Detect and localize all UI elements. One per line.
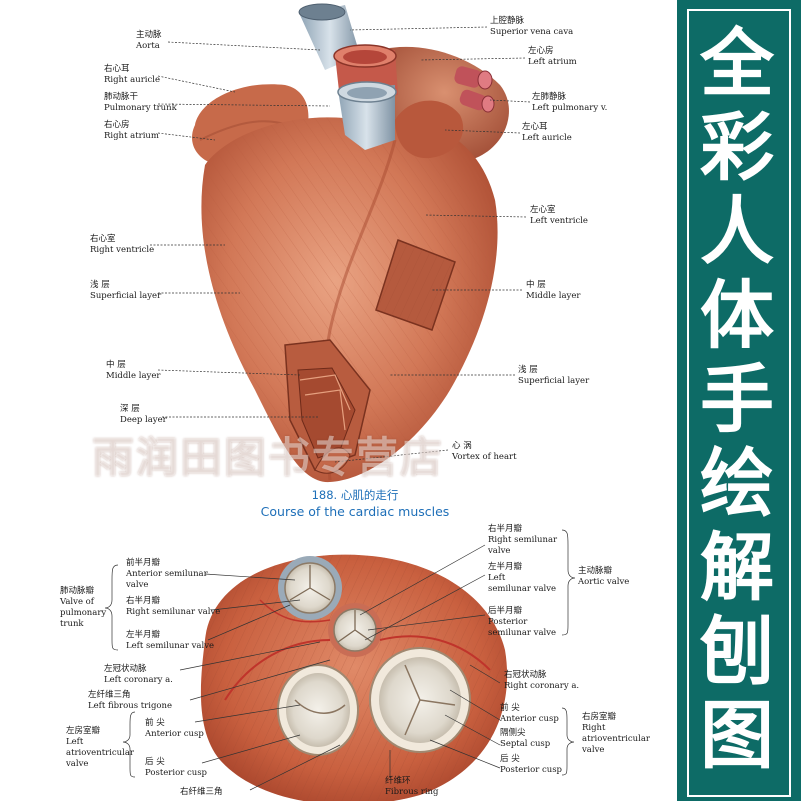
- sidebar-char: 绘: [700, 441, 774, 527]
- sidebar-border: [687, 9, 791, 797]
- sidebar-char: 刨: [700, 609, 774, 695]
- sidebar-char: 解: [700, 525, 774, 611]
- valve-drawing: [200, 554, 508, 801]
- sidebar-char: 彩: [700, 105, 774, 191]
- sidebar-char: 图: [700, 693, 774, 779]
- sidebar-char: 手: [700, 357, 774, 443]
- sidebar-char: 全: [700, 21, 774, 107]
- leader-lines-lower: [104, 529, 576, 791]
- watermark: 雨润田图书专营店: [92, 433, 445, 482]
- sidebar-char: 人: [700, 189, 774, 275]
- leader-lines-upper: [150, 26, 531, 463]
- figure-caption-english: Course of the cardiac muscles: [260, 504, 450, 519]
- figure-title: 188. 心肌的走行: [311, 488, 399, 502]
- heart-drawing: [192, 3, 509, 483]
- title-sidebar: 全 彩 人 体 手 绘 解 刨 图: [677, 0, 801, 801]
- label-right-fibrous-trigone: 右纤维三角: [180, 787, 223, 797]
- sidebar-char: 体: [700, 273, 774, 359]
